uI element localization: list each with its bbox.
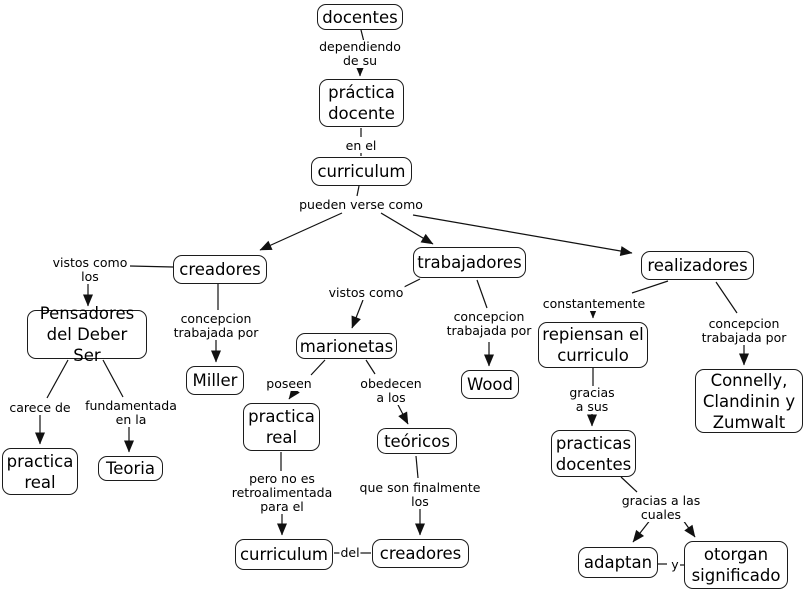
concept-repiensan-el-curriculo[interactable]: repiensan el curriculo [538,322,648,368]
concept-pensadores-del-deber-ser[interactable]: Pensadores del Deber Ser [27,304,147,365]
link-label-concepcion-trabajada-por-connelly[interactable]: concepcion trabajada por [700,316,788,345]
concept-creadores-superior[interactable]: creadores [173,255,267,284]
concept-curriculum-inferior[interactable]: curriculum [235,539,333,570]
link-label-en-el[interactable]: en el [344,138,378,153]
concept-miller[interactable]: Miller [186,366,244,395]
link-label-gracias-a-las-cuales[interactable]: gracias a las cuales [620,493,702,522]
concept-adaptan[interactable]: adaptan [578,547,658,578]
link-label-poseen[interactable]: poseen [265,376,313,391]
link-label-dependiendo-de-su[interactable]: dependiendo de su [318,39,402,68]
concept-realizadores[interactable]: realizadores [641,251,754,280]
concept-wood[interactable]: Wood [461,370,519,399]
concept-practica-real-media[interactable]: practica real [243,403,320,451]
concept-creadores-inferior[interactable]: creadores [372,539,469,568]
link-label-pero-no-es-retroalimentada[interactable]: pero no es retroalimentada para el [230,471,334,514]
link-label-fundamentada-en-la[interactable]: fundamentada en la [84,398,178,427]
link-label-y[interactable]: y [670,557,680,572]
link-label-obedecen-a-los[interactable]: obedecen a los [359,376,423,405]
link-label-del[interactable]: del [339,545,361,560]
concept-curriculum-superior[interactable]: curriculum [311,157,412,186]
link-label-vistos-como-los[interactable]: vistos como los [51,255,129,284]
link-label-concepcion-trabajada-por-miller[interactable]: concepcion trabajada por [172,311,260,340]
concept-teoricos[interactable]: teóricos [377,428,457,454]
concept-otorgan-significado[interactable]: otorgan significado [684,541,788,589]
concept-marionetas[interactable]: marionetas [296,333,397,359]
concept-trabajadores[interactable]: trabajadores [413,247,526,278]
link-label-que-son-finalmente-los[interactable]: que son finalmente los [358,480,482,509]
link-label-pueden-verse-como[interactable]: pueden verse como [298,197,424,212]
link-label-vistos-como[interactable]: vistos como [327,285,405,300]
concept-connelly-clandinin-zumwalt[interactable]: Connelly, Clandinin y Zumwalt [695,369,803,433]
concept-teoria[interactable]: Teoria [98,456,163,481]
link-label-constantemente[interactable]: constantemente [541,296,647,311]
link-label-concepcion-trabajada-por-wood[interactable]: concepcion trabajada por [445,309,533,338]
link-label-carece-de[interactable]: carece de [8,400,72,415]
concept-practica-real-izquierda[interactable]: practica real [2,448,78,495]
concept-practica-docente[interactable]: práctica docente [319,79,404,127]
concept-practicas-docentes[interactable]: practicas docentes [551,430,636,477]
concept-docentes[interactable]: docentes [317,4,403,30]
link-label-gracias-a-sus[interactable]: gracias a sus [568,385,616,414]
